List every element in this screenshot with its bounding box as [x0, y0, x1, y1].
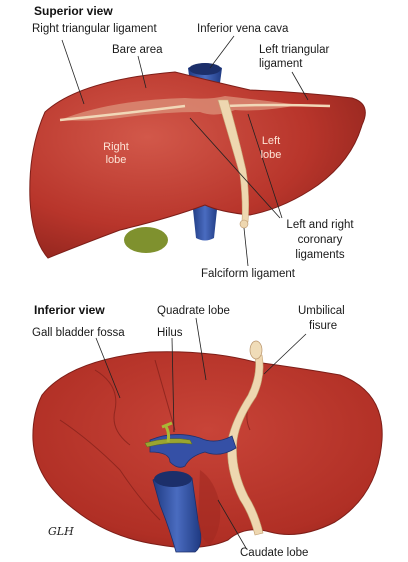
label-coronary-3: ligaments	[295, 249, 345, 261]
leader-caudate	[217, 499, 247, 549]
label-left-triangular-2: ligament	[259, 58, 303, 70]
bile-duct	[161, 421, 173, 443]
label-coronary-2: coronary	[297, 234, 343, 246]
ivc-inferior-opening	[154, 471, 192, 487]
label-hilus: Hilus	[157, 327, 183, 339]
quadrate-contour	[154, 359, 176, 431]
leader-coronary-2	[247, 113, 283, 219]
ligamentum-teres	[227, 354, 264, 536]
leader-umbilical	[263, 333, 307, 375]
gallbladder-tip	[124, 227, 168, 253]
leader-bare-area	[137, 55, 147, 89]
ivc-opening	[189, 63, 221, 75]
leader-falciform	[243, 227, 249, 267]
leader-left-triangular	[291, 71, 309, 101]
hepatic-artery	[144, 438, 193, 448]
leader-right-triangular	[61, 39, 85, 105]
superior-view	[29, 35, 366, 267]
label-inferior-vena-cava: Inferior vena cava	[197, 23, 289, 35]
leader-coronary-1	[189, 117, 281, 219]
right-lobe-contour	[59, 419, 161, 521]
label-quadrate-lobe: Quadrate lobe	[157, 305, 230, 317]
round-ligament-stub	[239, 219, 249, 229]
leader-ivc	[209, 35, 235, 69]
label-falciform-ligament: Falciform ligament	[201, 268, 295, 280]
leader-quadrate	[195, 317, 207, 381]
label-left-lobe-2: lobe	[260, 149, 282, 161]
label-left-triangular-1: Left triangular	[259, 44, 330, 56]
ivc-lower	[192, 200, 218, 241]
label-coronary-1: Left and right	[286, 219, 354, 231]
label-gall-bladder-fossa: Gall bladder fossa	[32, 327, 125, 339]
inferior-view-heading: Inferior view	[34, 303, 105, 317]
label-left-lobe-1: Left	[261, 135, 281, 147]
label-umbilical-2: fisure	[309, 320, 338, 332]
leader-hilus	[171, 337, 175, 433]
artist-signature: GLH	[48, 525, 74, 538]
label-right-triangular-ligament: Right triangular ligament	[32, 23, 157, 35]
leader-gallbladder	[95, 337, 121, 399]
falciform-ligament-superior	[217, 99, 249, 223]
inferior-view	[32, 317, 383, 553]
label-caudate-lobe: Caudate lobe	[240, 547, 309, 559]
superior-view-heading: Superior view	[34, 4, 113, 18]
label-right-lobe-2: lobe	[105, 154, 127, 166]
fossa-contour	[94, 369, 131, 446]
round-ligament-tip	[249, 340, 263, 360]
label-umbilical-1: Umbilical	[298, 305, 345, 317]
label-bare-area: Bare area	[112, 44, 163, 56]
caudate-region	[198, 470, 221, 545]
label-right-lobe-1: Right	[103, 141, 129, 153]
coronary-ligament-line	[59, 103, 331, 122]
